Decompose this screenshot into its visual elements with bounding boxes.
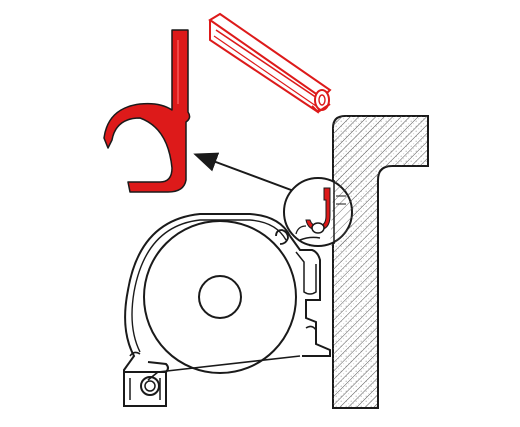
red-hook-clip <box>103 29 191 193</box>
fabric-roller <box>143 220 301 381</box>
red-rail-strip <box>208 12 332 114</box>
detail-magnifier <box>283 177 353 247</box>
wall-profile <box>332 115 429 409</box>
